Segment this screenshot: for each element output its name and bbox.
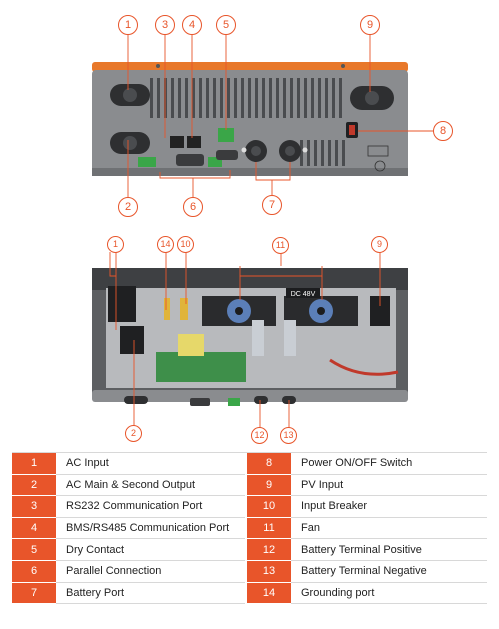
legend-label: Battery Terminal Negative <box>291 560 487 583</box>
callout-dry-contact: 5 <box>216 15 236 35</box>
legend-number: 12 <box>247 538 291 561</box>
legend-label: Power ON/OFF Switch <box>291 452 487 475</box>
legend-label: BMS/RS485 Communication Port <box>56 517 245 540</box>
bottom-inverter-view <box>92 268 408 406</box>
callout-ac-input-top: 1 <box>118 15 138 35</box>
legend-label: Input Breaker <box>291 495 487 518</box>
legend-gap <box>245 474 247 496</box>
callout-battery-positive: 12 <box>251 427 268 444</box>
legend-label: RS232 Communication Port <box>56 495 245 518</box>
callout-parallel: 6 <box>183 197 203 217</box>
legend-label: Dry Contact <box>56 538 245 561</box>
legend-number: 2 <box>12 474 56 497</box>
dc-voltage-label: DC 48V <box>291 291 316 298</box>
legend-label: PV Input <box>291 474 487 497</box>
legend-label: Grounding port <box>291 582 487 605</box>
legend-number: 7 <box>12 582 56 605</box>
callout-pv-input-bottom: 9 <box>371 236 388 253</box>
legend-gap <box>245 538 247 561</box>
top-inverter-view <box>92 62 408 176</box>
legend-label: Fan <box>291 517 487 540</box>
legend-number: 6 <box>12 560 56 583</box>
legend-number: 11 <box>247 517 291 540</box>
legend-label: Battery Port <box>56 582 245 605</box>
callout-fan: 11 <box>272 237 289 254</box>
legend-gap <box>245 560 247 583</box>
legend-gap <box>245 517 247 539</box>
callout-bms: 4 <box>182 15 202 35</box>
callout-power-switch: 8 <box>433 121 453 141</box>
bottom-leader-lines <box>109 252 381 428</box>
legend-label: Battery Terminal Positive <box>291 538 487 561</box>
legend-number: 14 <box>247 582 291 605</box>
legend-number: 1 <box>12 452 56 475</box>
legend-number: 10 <box>247 495 291 518</box>
callout-battery-negative: 13 <box>280 427 297 444</box>
inverter-illustration: DC 48V <box>92 34 434 428</box>
legend-number: 3 <box>12 495 56 518</box>
legend-label: Parallel Connection <box>56 560 245 583</box>
callout-input-breaker: 10 <box>177 236 194 253</box>
callout-grounding: 14 <box>157 236 174 253</box>
callout-pv-input-top: 9 <box>360 15 380 35</box>
callout-battery-port: 7 <box>262 195 282 215</box>
legend-label: AC Input <box>56 452 245 475</box>
legend-gap <box>245 582 247 604</box>
top-leader-lines <box>127 34 434 198</box>
legend-number: 5 <box>12 538 56 561</box>
legend-number: 9 <box>247 474 291 497</box>
callout-rs232: 3 <box>155 15 175 35</box>
legend-number: 4 <box>12 517 56 540</box>
legend-gap <box>245 495 247 518</box>
callout-ac-output: 2 <box>118 197 138 217</box>
legend-number: 8 <box>247 452 291 475</box>
legend-label: AC Main & Second Output <box>56 474 245 497</box>
product-figure: DC 48V 1 3 4 5 9 2 6 7 8 1 14 10 11 9 2 … <box>92 15 453 444</box>
legend-number: 13 <box>247 560 291 583</box>
callout-ac-output-bottom: 2 <box>125 425 142 442</box>
legend-gap <box>245 452 247 475</box>
callout-ac-input-bottom: 1 <box>107 236 124 253</box>
